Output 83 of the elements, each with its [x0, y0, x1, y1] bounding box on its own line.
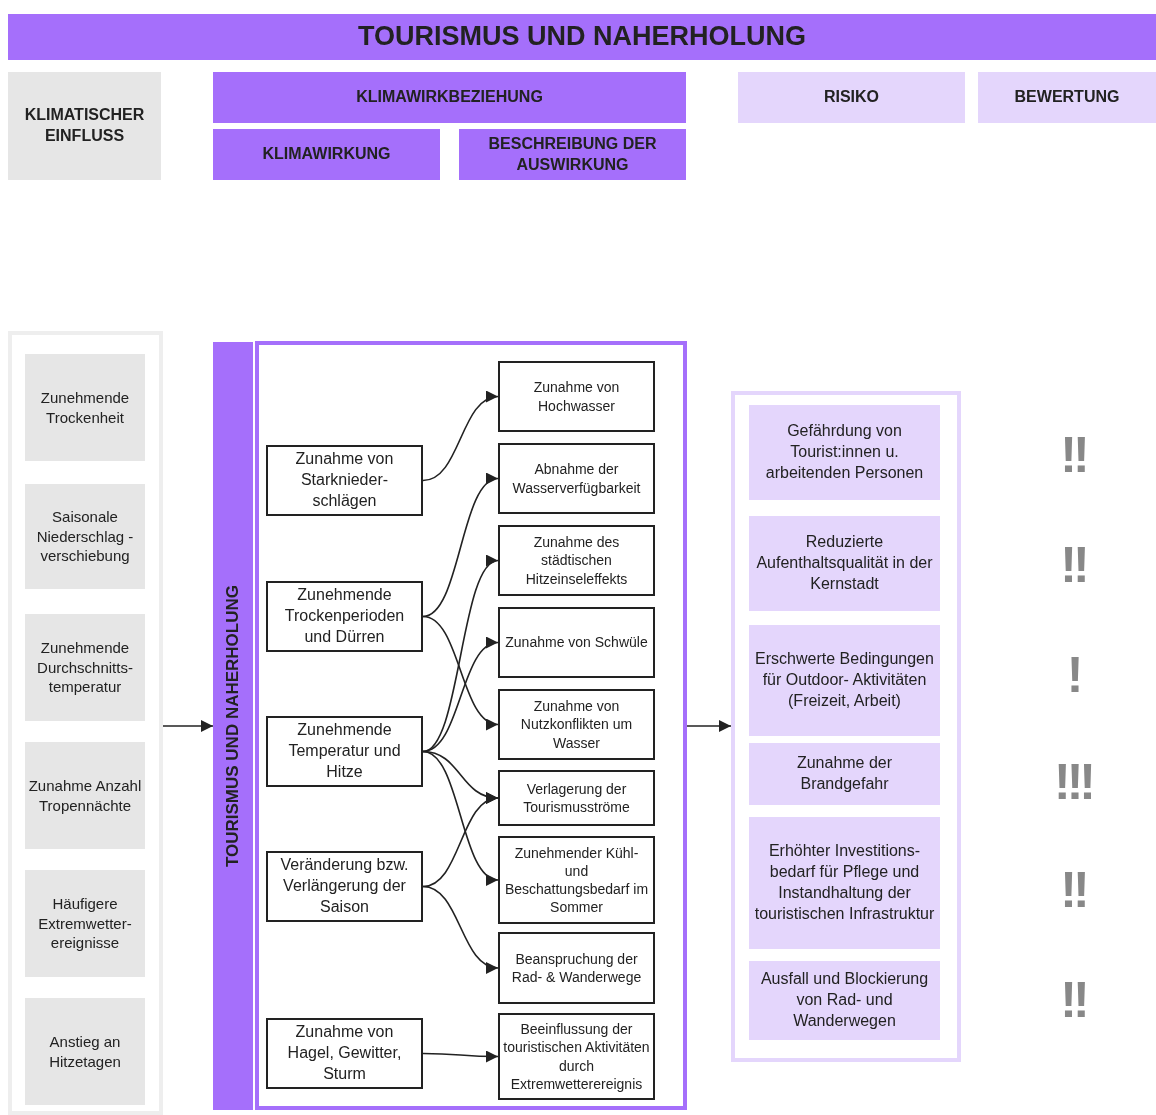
climate-impact-box — [266, 1018, 423, 1089]
risk-label: Ausfall und Blockierung von Rad- und Wanderwegen — [759, 969, 930, 1031]
climate-factor-label: Saisonale Niederschlag -verschiebung — [35, 507, 135, 566]
rating-mark: ! — [1065, 646, 1081, 705]
effect-label: Zunehmender Kühl- und Beschattungsbedarf im Sommer — [503, 843, 650, 917]
effect-box — [498, 443, 655, 514]
risk-box — [749, 817, 940, 949]
risk-label: Zunahme der Brandgefahr — [795, 753, 894, 794]
arrow — [422, 885, 499, 972]
rating-mark: !!! — [1053, 753, 1093, 812]
effect-label: Beanspruchung der Rad- & Wanderwege — [510, 949, 643, 987]
arrow — [162, 720, 214, 732]
header-label: RISIKO — [822, 87, 881, 108]
risk-box — [749, 625, 940, 736]
risk-label: Erhöhter Investitions-bedarf für Pflege und Instandhaltung der touristischen Infrastruktur — [753, 841, 936, 924]
climate-impact-label: Zunehmende Temperatur und Hitze — [287, 720, 402, 782]
climate-impact-box — [266, 851, 423, 922]
effect-box — [498, 525, 655, 596]
effect-label: Verlagerung der Tourismusströme — [522, 779, 631, 817]
header-label: KLIMAWIRKBEZIEHUNG — [355, 87, 544, 108]
header-box — [8, 72, 161, 180]
header-box — [459, 129, 686, 180]
climate-factor-label: Anstieg an Hitzetagen — [48, 1032, 122, 1071]
rating-mark: !! — [1059, 861, 1087, 920]
risk-label: Gefährdung von Tourist:innen u. arbeitenden Personen — [764, 421, 925, 483]
climate-factor-box — [25, 354, 145, 461]
arrow — [422, 1050, 499, 1063]
effect-label: Zunahme von Hochwasser — [532, 378, 621, 415]
effect-box — [498, 607, 655, 678]
climate-factor-label: Zunahme Anzahl Tropennächte — [27, 776, 143, 815]
risk-box — [749, 405, 940, 500]
header-label: BESCHREIBUNG DER AUSWIRKUNG — [487, 133, 658, 175]
relation-frame — [255, 341, 687, 1110]
climate-factor-label: Zunehmende Durchschnitts-temperatur — [36, 638, 134, 697]
risk-box — [749, 516, 940, 611]
risk-label: Erschwerte Bedingungen für Outdoor- Aktivitäten (Freizeit, Arbeit) — [754, 649, 935, 711]
effect-label: Zunahme des städtischen Hitzeinseleffekts — [524, 533, 629, 588]
effect-box — [498, 932, 655, 1004]
header-box — [213, 129, 440, 180]
effect-box — [498, 770, 655, 826]
effect-box — [498, 361, 655, 432]
header-box — [738, 72, 965, 123]
climate-factor-label: Häufigere Extremwetter-ereignisse — [37, 894, 133, 953]
climate-factor-box — [25, 484, 145, 589]
climate-factor-box — [25, 742, 145, 849]
climate-impact-label: Zunehmende Trockenperioden und Dürren — [283, 585, 406, 647]
risk-frame — [731, 391, 961, 1062]
effect-label: Beeinflussung der touristischen Aktivitäten durch Extremwetterereignis — [502, 1020, 651, 1093]
climate-impact-box — [266, 716, 423, 787]
arrow — [422, 750, 499, 883]
effect-box — [498, 1013, 655, 1100]
risk-box — [749, 961, 940, 1040]
column-frame — [8, 331, 163, 1115]
header-label: KLIMATISCHER EINFLUSS — [23, 105, 146, 146]
effect-label: Zunahme von Schwüle — [504, 633, 649, 652]
sector-band — [213, 342, 253, 1110]
header-label: KLIMAWIRKUNG — [261, 144, 392, 165]
title: TOURISMUS UND NAHERHOLUNG — [358, 20, 806, 54]
header-box — [978, 72, 1156, 123]
climate-factor-box — [25, 614, 145, 721]
arrow — [686, 720, 732, 732]
arrow — [422, 392, 499, 482]
climate-impact-label: Zunahme von Hagel, Gewitter, Sturm — [286, 1022, 403, 1084]
climate-impact-label: Zunahme von Starknieder-schlägen — [294, 449, 395, 511]
risk-box — [749, 743, 940, 805]
arrow — [422, 794, 499, 888]
climate-impact-box — [266, 445, 423, 516]
climate-impact-box — [266, 581, 423, 652]
header-box — [213, 72, 686, 123]
climate-factor-box — [25, 998, 145, 1105]
climate-impact-label: Veränderung bzw. Verlängerung der Saison — [279, 855, 410, 917]
header-label: BEWERTUNG — [1013, 87, 1121, 108]
effect-label: Abnahme der Wasserverfügbarkeit — [511, 460, 642, 497]
risk-label: Reduzierte Aufenthaltsqualität in der Kernstadt — [755, 532, 934, 594]
rating-mark: !! — [1059, 426, 1087, 485]
rating-mark: !! — [1059, 971, 1087, 1030]
sector-label: TOURISMUS UND NAHERHOLUNG — [221, 583, 243, 870]
climate-factor-box — [25, 870, 145, 977]
effect-box — [498, 689, 655, 760]
climate-factor-label: Zunehmende Trockenheit — [39, 388, 131, 427]
effect-label: Zunahme von Nutzkonflikten um Wasser — [519, 697, 634, 752]
effect-box — [498, 836, 655, 924]
rating-mark: !! — [1059, 536, 1087, 595]
